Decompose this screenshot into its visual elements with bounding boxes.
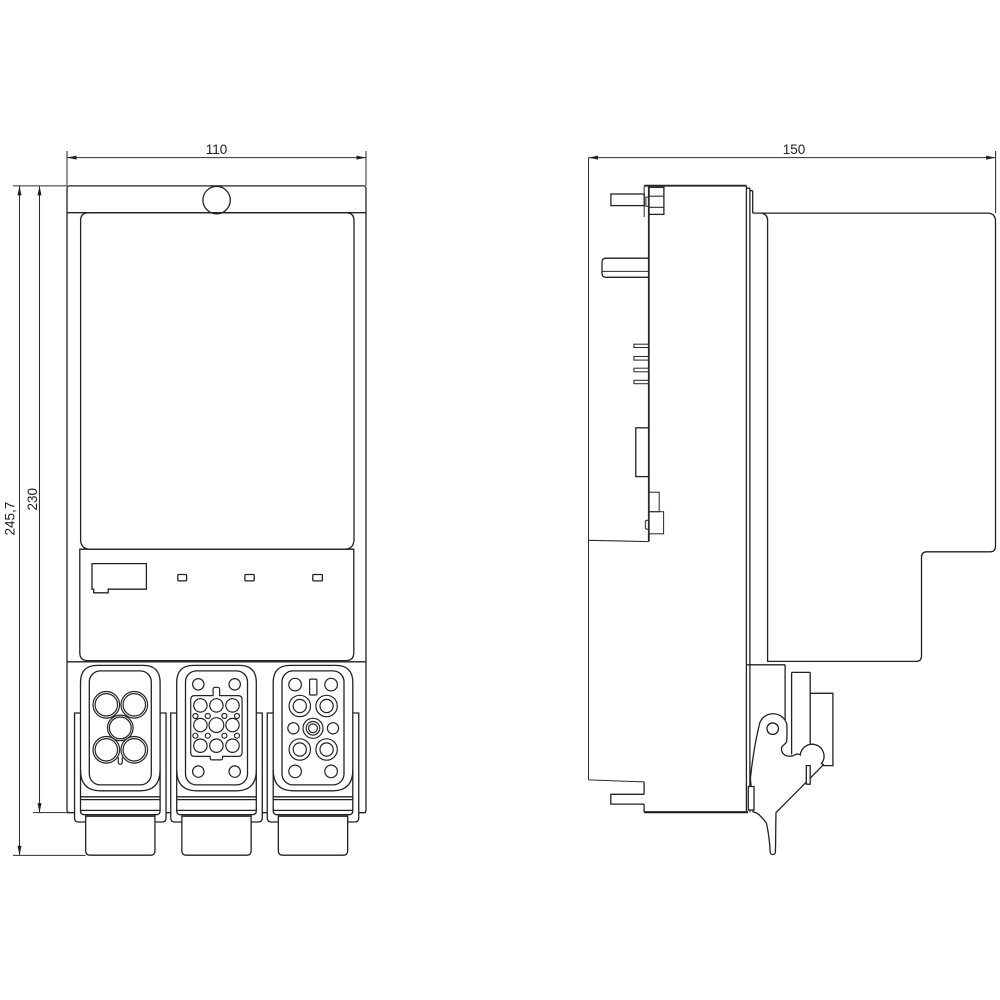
svg-text:110: 110 [206, 142, 228, 157]
svg-text:150: 150 [783, 142, 806, 157]
svg-text:245,7: 245,7 [3, 502, 18, 536]
svg-text:230: 230 [25, 488, 40, 511]
